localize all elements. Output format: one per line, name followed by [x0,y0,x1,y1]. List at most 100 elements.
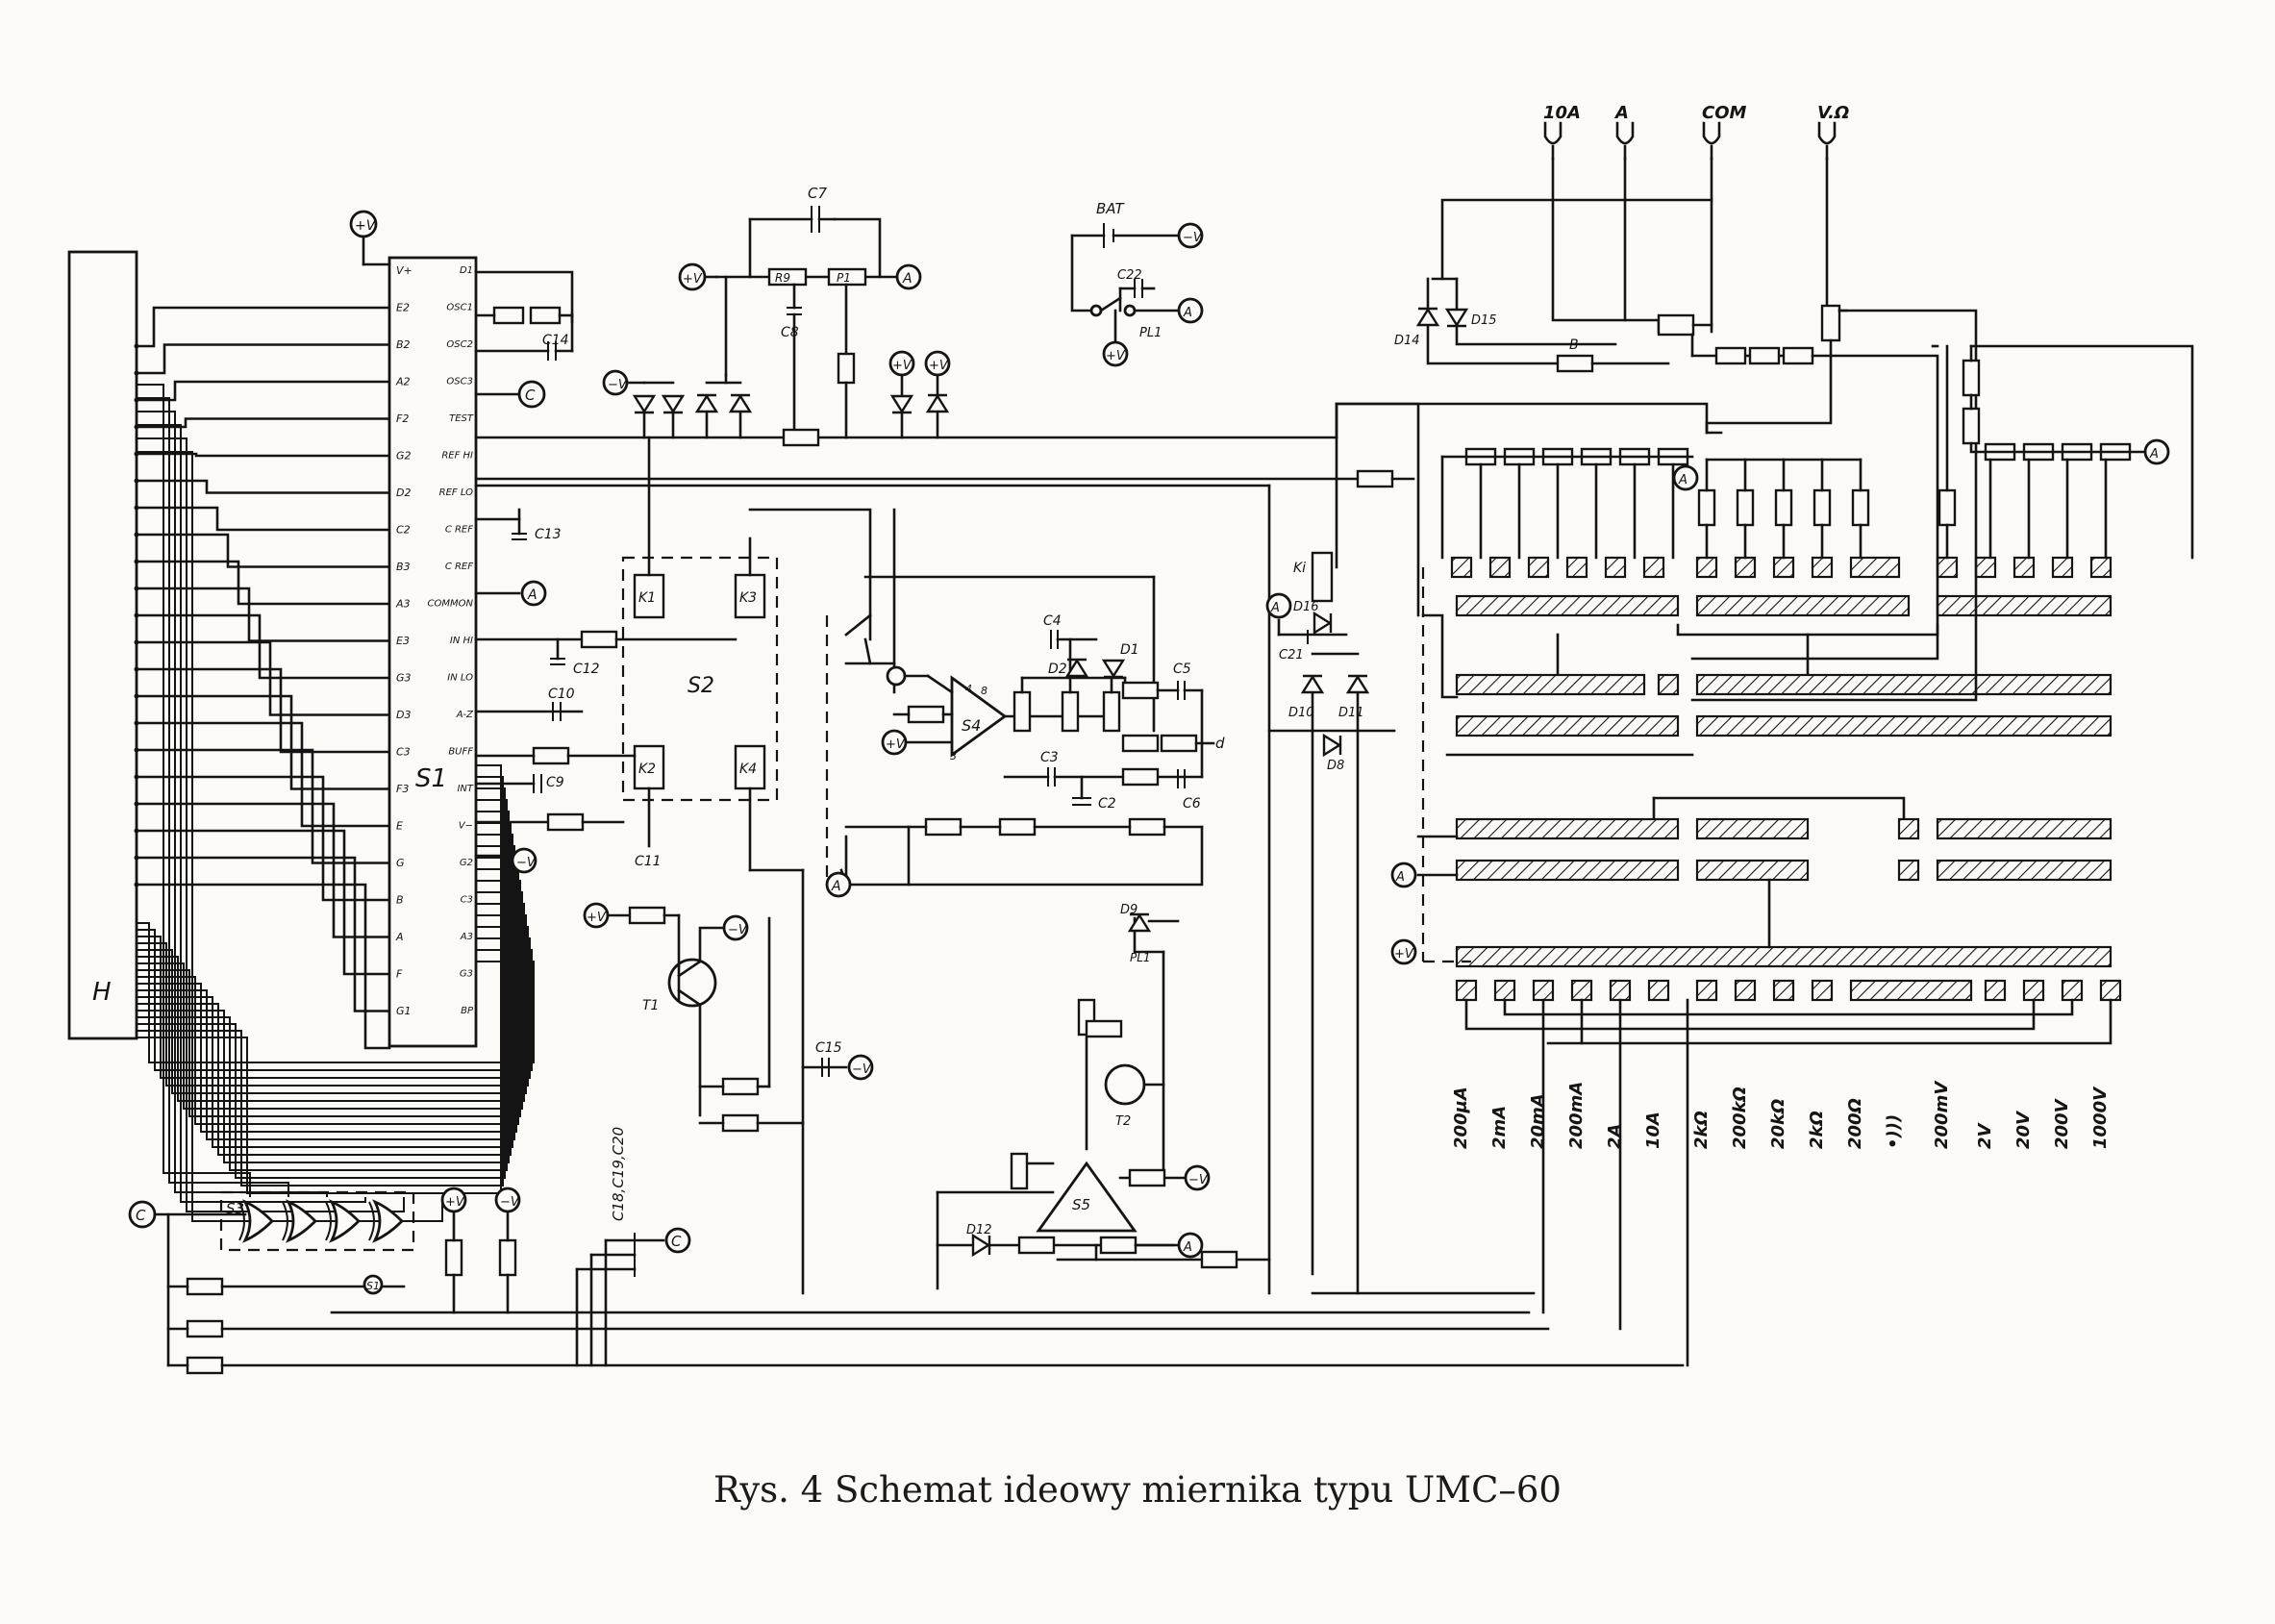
svg-text:B: B [1569,337,1579,353]
svg-text:D14: D14 [1394,334,1420,348]
switch-contact [1642,556,1665,579]
adc-pin-label: F2 [396,412,409,425]
adc-pin-label: D3 [396,709,411,721]
adc-pin-label: OSC2 [446,339,473,350]
display-wire [135,452,391,458]
range-resistor [1774,488,1793,527]
adc-pin-label: E3 [396,635,410,647]
svg-text:PL1: PL1 [1139,326,1162,340]
switch-track [1936,594,2112,617]
connector-label: 10A [1543,103,1581,123]
adc-pin-label: G [396,857,405,869]
svg-text:S4: S4 [962,716,981,735]
connector-jack [1702,121,1721,145]
range-label: 200mA [1566,1082,1587,1149]
range-label: 2kΩ [1691,1111,1712,1149]
display-wire [137,397,289,1197]
display-wire [135,506,391,532]
xor-gates-s3: S3 C +V −V S1 [128,1187,1685,1375]
adc-pin-label: C REF [445,525,473,536]
adc-pin-label: D2 [396,487,411,499]
display-pin [134,370,139,376]
svg-text:D12: D12 [966,1223,992,1237]
adc-chip-s1: S1 [388,256,478,1048]
adc-pin-label: A-Z [456,710,474,720]
svg-text:A: A [1183,1240,1192,1255]
display-wire [135,343,391,375]
range-switch-grid [1311,556,2122,1367]
adc-pin-label: C3 [396,746,411,759]
svg-text:T1: T1 [642,998,659,1013]
svg-text:BAT: BAT [1096,200,1125,217]
svg-text:C18,C19,C20: C18,C19,C20 [610,1127,627,1221]
caps-c18-c20: C18,C19,C20 C [575,1127,691,1367]
switch-track [1455,673,1646,696]
switch-contact [1609,979,1632,1002]
xor-gate-input [368,1201,375,1241]
svg-text:−V: −V [728,923,748,937]
switch-contact [1734,979,1757,1002]
svg-text:PL1: PL1 [1130,951,1151,964]
svg-text:R9: R9 [775,271,790,285]
range-label: 1000V [2090,1086,2111,1149]
display-wire [137,451,443,1222]
svg-text:C14: C14 [542,333,569,348]
range-label: 20kΩ [1768,1099,1788,1149]
svg-text:−V: −V [1183,231,1203,245]
svg-text:C7: C7 [808,185,827,202]
svg-text:A: A [1678,473,1688,487]
xor-gate-input [282,1201,288,1241]
svg-text:P1: P1 [837,271,851,285]
adc-pin-label: G2 [460,858,473,868]
switch-contact [1657,673,1680,696]
svg-text:K2: K2 [638,762,656,777]
svg-text:K4: K4 [739,762,757,777]
adc-pin-label: F [396,968,403,981]
svg-text:D11: D11 [1338,706,1364,720]
switch-contact [1565,556,1588,579]
svg-text:C12: C12 [573,662,600,677]
range-label: 2A [1605,1124,1625,1149]
svg-text:Ki: Ki [1293,561,1306,576]
svg-text:+V: +V [892,359,912,373]
switch-contact [2061,979,2084,1002]
connector-label: V.Ω [1817,103,1849,123]
adc-pin-label: G3 [396,672,412,685]
display-wire [135,533,391,568]
range-label: •))) [1884,1114,1904,1149]
display-pin [134,532,139,537]
switch-contact [1984,979,2007,1002]
switch-contact [1897,859,1920,882]
adc-pin-label: V− [459,821,473,832]
opamp-block-s4: S4 4 8 3 +V C4 D1 D2 C5 [748,508,1225,812]
svg-text:C4: C4 [1043,613,1062,629]
display-wire [135,694,391,790]
common-terminal-c: C [474,380,546,409]
display-pin [134,747,139,753]
xor-gate [372,1199,404,1243]
adc-pin-label: REF HI [441,451,473,462]
svg-text:−V: −V [608,378,628,392]
adc-pin-label: C REF [445,562,473,572]
switch-contact [1772,979,1795,1002]
range-label: 2V [1975,1121,1995,1149]
range-label: 200Ω [1845,1098,1865,1149]
range-resistor [1697,488,1716,527]
adc-pin-label: E [396,820,403,833]
range-label: 2kΩ [1807,1111,1827,1149]
adc-pin-label: A [395,931,404,943]
display-wire [137,424,366,1203]
adc-pin-label: C3 [461,895,473,906]
svg-text:−V: −V [852,1062,872,1077]
adc-pin-label: INT [457,784,473,794]
adc-pin-label: C2 [396,524,411,537]
svg-text:+V: +V [1394,947,1414,962]
svg-text:C9: C9 [546,775,564,790]
connector-label: COM [1702,103,1747,123]
input-protection: D14 D15 B [1394,157,1978,702]
svg-text:A: A [1183,306,1192,320]
display-pin [134,505,139,511]
svg-text:−V: −V [500,1195,520,1210]
